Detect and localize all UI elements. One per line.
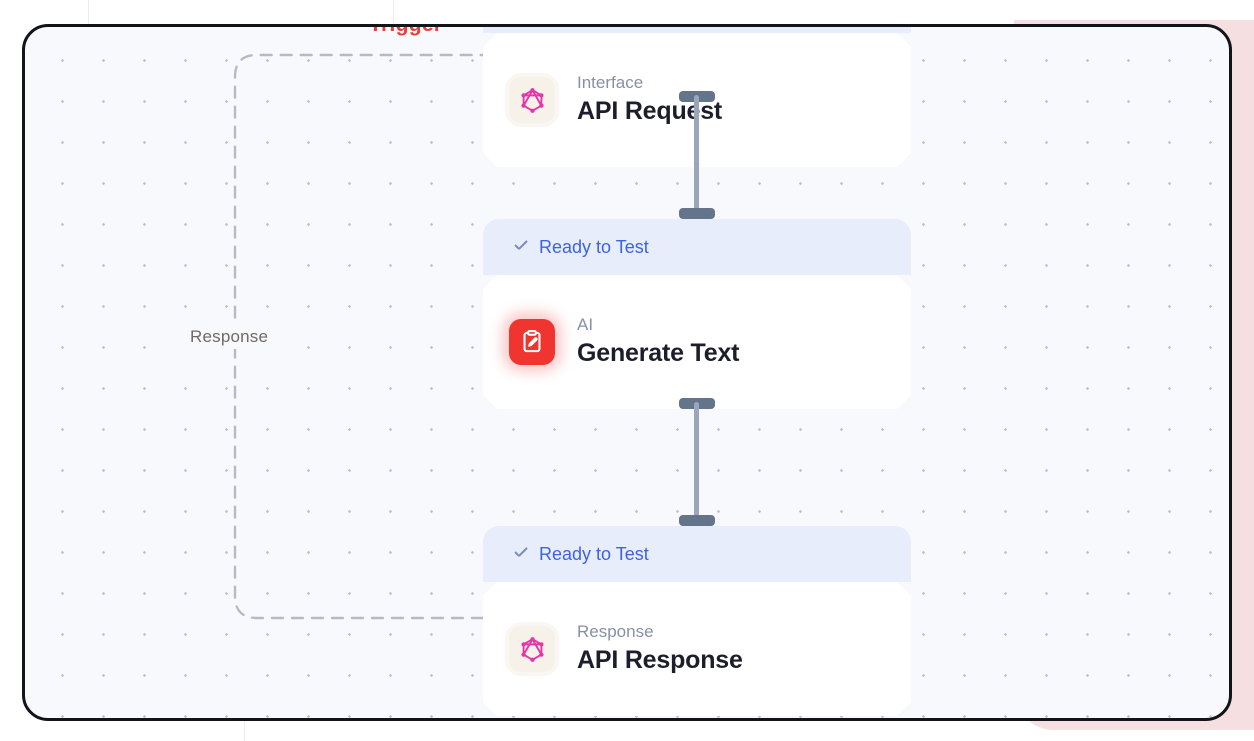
node-kind-label: AI [577,314,594,334]
graphql-icon [509,77,555,123]
graphql-icon [509,626,555,672]
node-card[interactable]: Response API Response [483,582,911,716]
node-status-label: Ready to Test [539,543,649,564]
node-status-badge: Ready to Test [483,219,911,275]
node-text: AI Generate Text [577,316,739,368]
connector-line [694,402,699,522]
trigger-label: Trigger [369,24,443,36]
node-status-label: Ready to Test [539,236,649,257]
connector-line [694,95,699,215]
node-status-badge: Ready to Test [483,526,911,582]
node-input-handle[interactable] [679,208,715,219]
page-divider-line [393,0,394,24]
workflow-canvas[interactable]: Response Trigger Ready to Test [22,24,1232,721]
node-title: API Response [577,646,743,675]
node-title: Generate Text [577,339,740,368]
node-kind-label: Response [577,621,654,641]
check-icon [513,239,530,256]
node-card[interactable]: AI Generate Text [483,275,911,409]
node-status-badge: Ready to Test [483,27,911,33]
edge-label-response: Response [183,325,276,349]
check-icon [513,546,530,563]
node-text: Response API Response [577,623,743,675]
page-top-strip [0,0,1254,20]
node-input-handle[interactable] [679,515,715,526]
ai-generate-icon [509,319,555,365]
node-kind-label: Interface [577,72,644,92]
node-api-response[interactable]: Ready to Test Response [483,526,911,716]
page-divider-line [88,0,89,24]
node-generate-text[interactable]: Ready to Test AI Generate Text [483,219,911,409]
